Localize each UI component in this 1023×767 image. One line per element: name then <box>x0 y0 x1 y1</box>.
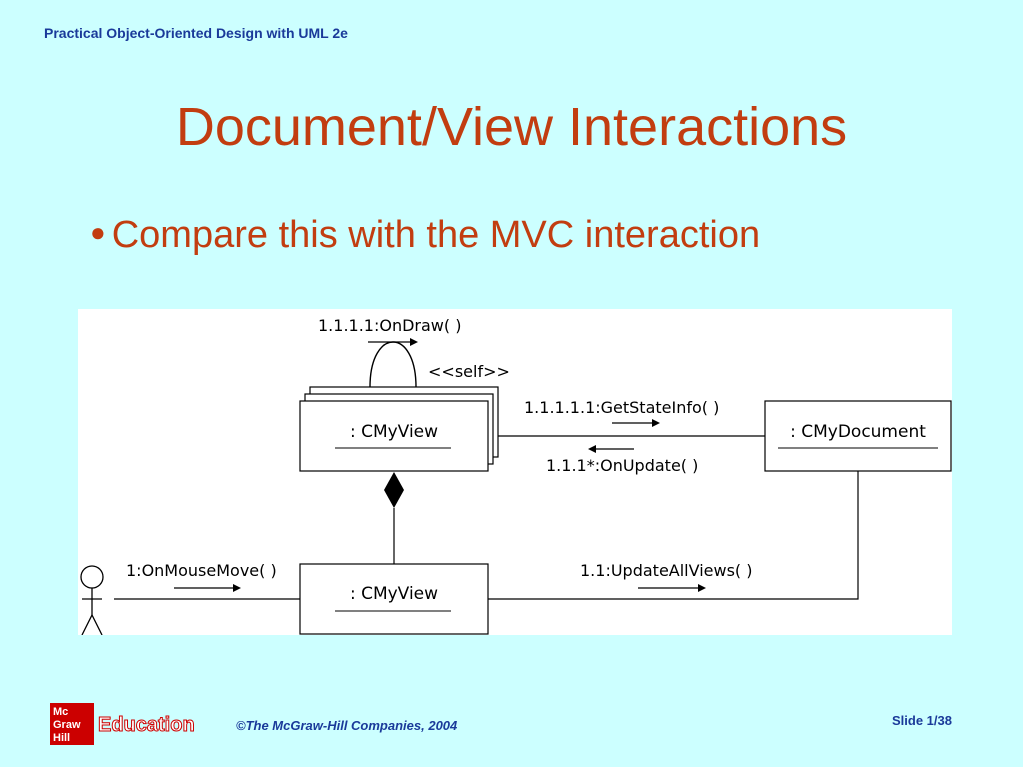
self-stereotype-label: <<self>> <box>428 362 510 381</box>
composition-diamond <box>384 472 404 508</box>
msg-onupdate-label: 1.1.1*:OnUpdate( ) <box>546 456 698 475</box>
document-label: : CMyDocument <box>790 422 926 442</box>
msg-onupdate-arrowhead <box>588 445 596 453</box>
logo-text-hill: Hill <box>53 732 70 744</box>
slide-number: Slide 1/38 <box>892 713 952 728</box>
collaboration-diagram: : CMyView 1.1.1.1:OnDraw( ) <<self>> : C… <box>78 309 952 636</box>
top-view-label: : CMyView <box>350 422 438 442</box>
bottom-view-box <box>299 563 489 635</box>
msg-updateallviews-label: 1.1:UpdateAllViews( ) <box>580 561 753 580</box>
view-document-update-link <box>488 471 859 600</box>
logo-text-graw: Graw <box>53 719 81 731</box>
msg-getstateinfo-arrowhead <box>652 419 660 427</box>
course-title: Practical Object-Oriented Design with UM… <box>44 25 348 41</box>
bullet-text: Compare this with the MVC interaction <box>111 214 761 256</box>
diagram-canvas: : CMyView 1.1.1.1:OnDraw( ) <<self>> : C… <box>80 316 952 636</box>
msg-getstateinfo-label: 1.1.1.1.1:GetStateInfo( ) <box>524 398 719 417</box>
mcgraw-hill-logo: Mc Graw Hill Education <box>50 703 210 745</box>
msg-ondraw-arrowhead <box>410 338 418 346</box>
logo-red-block <box>50 703 94 745</box>
msg-updateallviews-arrowhead <box>698 584 706 592</box>
actor-left-leg-icon <box>81 614 93 636</box>
actor-right-leg-icon <box>91 614 103 636</box>
bottom-view-label: : CMyView <box>350 584 438 604</box>
msg-ondraw-label: 1.1.1.1:OnDraw( ) <box>318 316 461 335</box>
logo-text-education: Education <box>98 714 195 736</box>
logo-text-mc: Mc <box>53 706 68 718</box>
actor-head-icon <box>80 565 104 589</box>
copyright-notice: ©The McGraw-Hill Companies, 2004 <box>236 718 458 733</box>
bullet-dot-icon: ● <box>90 217 106 247</box>
msg-onmousemove-arrowhead <box>233 584 241 592</box>
self-loop-link <box>369 341 417 388</box>
bullet-item: ●Compare this with the MVC interaction <box>90 214 760 257</box>
msg-onmousemove-label: 1:OnMouseMove( ) <box>126 561 277 580</box>
top-view-box <box>299 400 489 472</box>
slide-title: Document/View Interactions <box>175 97 848 157</box>
